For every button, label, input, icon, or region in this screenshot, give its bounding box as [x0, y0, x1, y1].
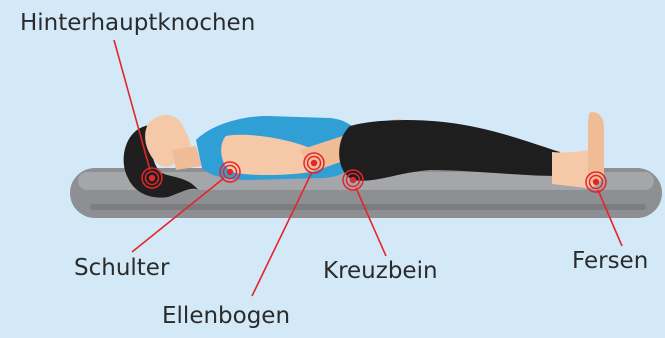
label-occiput: Hinterhauptknochen [20, 12, 255, 35]
neck [172, 146, 202, 170]
label-elbow: Ellenbogen [162, 305, 290, 328]
pressure-marker-occiput [142, 168, 162, 188]
pressure-marker-sacrum [343, 170, 363, 190]
label-sacrum: Kreuzbein [323, 260, 438, 283]
label-heels: Fersen [572, 250, 648, 273]
label-shoulder: Schulter [74, 257, 169, 280]
pressure-marker-elbow [304, 153, 324, 173]
pressure-marker-heels [586, 172, 606, 192]
